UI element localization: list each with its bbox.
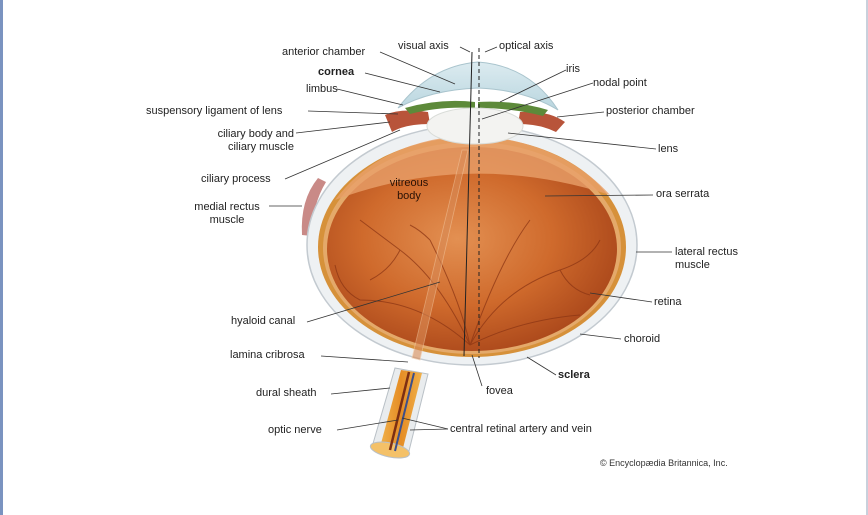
- optic-nerve-shape: [369, 367, 429, 459]
- label-hyaloid-canal: hyaloid canal: [231, 315, 296, 327]
- label-ora-serrata: ora serrata: [656, 188, 710, 200]
- label-ciliary-process: ciliary process: [201, 173, 271, 185]
- label-ciliary-body: ciliary body and ciliary muscle: [217, 128, 294, 153]
- left-border: [0, 0, 3, 515]
- right-border: [866, 0, 868, 515]
- label-nodal-point: nodal point: [593, 77, 647, 89]
- visual-axis-line: [463, 51, 473, 357]
- label-retina: retina: [654, 296, 682, 308]
- vitreous-upper-plane: [335, 135, 610, 200]
- leader-lines: [269, 46, 672, 431]
- ciliary-body-shape-right: [518, 111, 565, 132]
- label-anterior-chamber: anterior chamber: [282, 46, 366, 58]
- label-lateral-rectus: lateral rectus muscle: [675, 246, 738, 271]
- label-dural-sheath: dural sheath: [256, 387, 317, 399]
- label-cornea: cornea: [318, 66, 355, 78]
- label-sclera: sclera: [558, 369, 590, 381]
- label-choroid: choroid: [624, 333, 661, 345]
- hyaloid-canal-shape: [411, 149, 469, 361]
- label-visual-axis: visual axis: [398, 40, 449, 52]
- label-limbus: limbus: [306, 83, 338, 95]
- label-medial-rectus: medial rectus muscle: [194, 201, 260, 226]
- iris-shape: [405, 100, 475, 114]
- label-vitreous-body: vitreous body: [389, 177, 429, 202]
- label-central-retinal-artery: central retinal artery and vein: [450, 423, 592, 435]
- lens-shape: [426, 107, 524, 145]
- medial-rectus-shape: [301, 178, 326, 236]
- label-optic-nerve: optic nerve: [268, 424, 322, 436]
- label-iris: iris: [566, 63, 581, 75]
- label-lens: lens: [658, 143, 679, 155]
- copyright-credit: © Encyclopædia Britannica, Inc.: [600, 458, 728, 468]
- label-lamina-cribrosa: lamina cribrosa: [230, 349, 305, 361]
- retinal-vessels: [334, 219, 601, 346]
- label-fovea: fovea: [486, 385, 513, 397]
- label-optical-axis: optical axis: [499, 40, 554, 52]
- label-posterior-chamber: posterior chamber: [606, 105, 695, 117]
- label-suspensory-ligament: suspensory ligament of lens: [146, 105, 283, 117]
- cornea-shape: [397, 61, 559, 111]
- ciliary-body-shape: [385, 110, 430, 132]
- vitreous-shape: [327, 147, 617, 351]
